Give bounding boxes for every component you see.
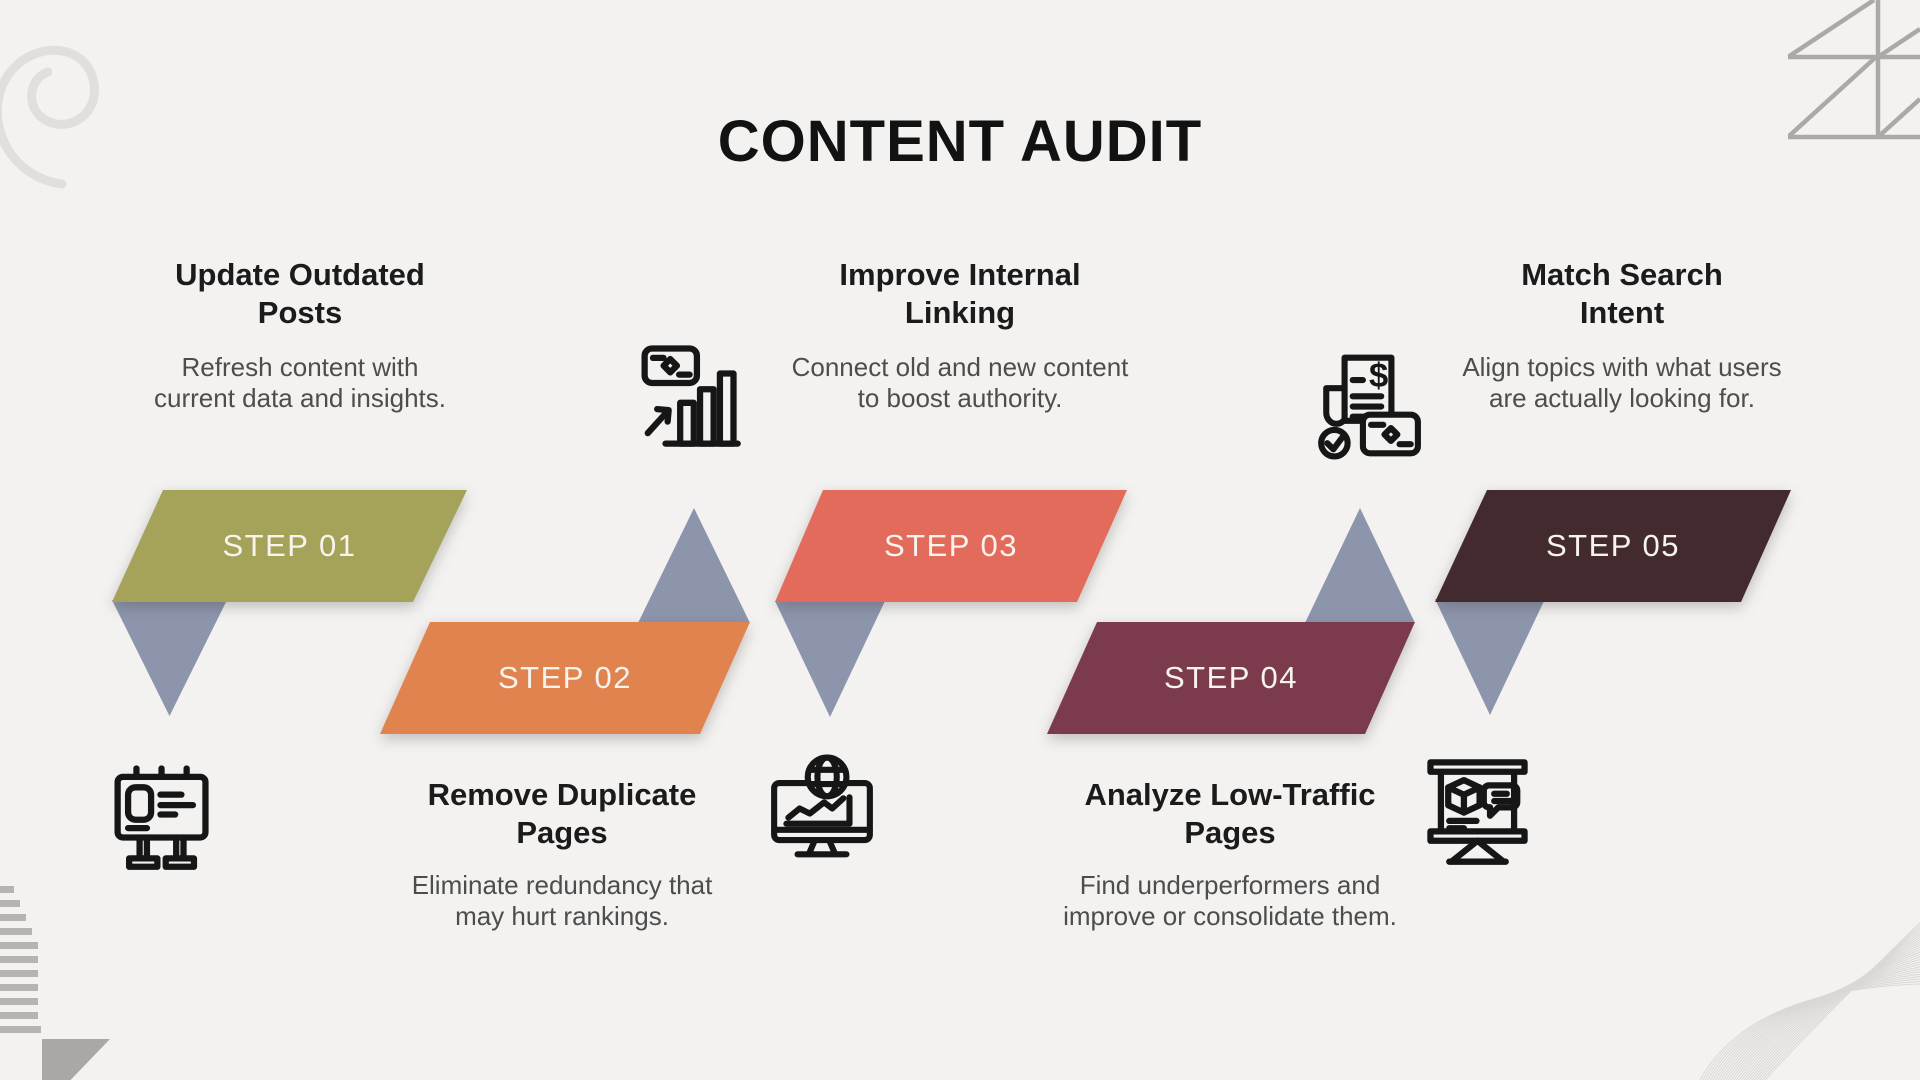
monitor-globe-icon — [766, 753, 878, 868]
step-4-label: STEP 04 — [1163, 660, 1298, 695]
step-5-description: Align topics with what users are actuall… — [1462, 352, 1782, 414]
wave-mesh-decoration — [1699, 922, 1920, 1080]
step-2-heading: Remove Duplicate Pages — [427, 777, 697, 850]
step-2-ribbon: STEP 02 — [380, 622, 750, 734]
stripes-decoration — [0, 886, 44, 1046]
step-3-description: Connect old and new content to boost aut… — [791, 352, 1129, 414]
page-title: CONTENT AUDIT — [717, 109, 1203, 174]
step-4-heading: Analyze Low-Traffic Pages — [1084, 777, 1376, 850]
connector-arrow-up-4 — [1305, 508, 1415, 623]
step-1-label: STEP 01 — [222, 528, 357, 563]
step-4-description: Find underperformers and improve or cons… — [1063, 870, 1397, 932]
step-5-ribbon: STEP 05 — [1435, 490, 1791, 602]
growth-chart-icon — [630, 338, 745, 453]
step-3-ribbon: STEP 03 — [775, 490, 1127, 602]
step-4-ribbon: STEP 04 — [1047, 622, 1415, 734]
step-2-description: Eliminate redundancy that may hurt ranki… — [411, 870, 713, 932]
step-3-label: STEP 03 — [883, 528, 1018, 563]
connector-arrow-down-5 — [1435, 599, 1545, 715]
presentation-board-icon — [1420, 754, 1535, 869]
step-1-description: Refresh content with current data and in… — [154, 352, 446, 414]
svg-text:$: $ — [1369, 357, 1388, 395]
step-3-heading: Improve Internal Linking — [839, 257, 1081, 330]
connector-arrow-down-3 — [775, 601, 885, 717]
invoice-check-icon: $ — [1312, 348, 1424, 463]
step-5-heading: Match Search Intent — [1521, 257, 1723, 330]
connector-arrow-up-2 — [638, 508, 750, 623]
connector-arrow-down-1 — [112, 600, 227, 716]
step-2-label: STEP 02 — [497, 660, 632, 695]
step-1-ribbon: STEP 01 — [112, 490, 467, 602]
trapezoid-decoration — [42, 1039, 110, 1080]
step-5-label: STEP 05 — [1545, 528, 1680, 563]
billboard-icon — [103, 757, 218, 872]
step-1-heading: Update Outdated Posts — [175, 257, 425, 330]
